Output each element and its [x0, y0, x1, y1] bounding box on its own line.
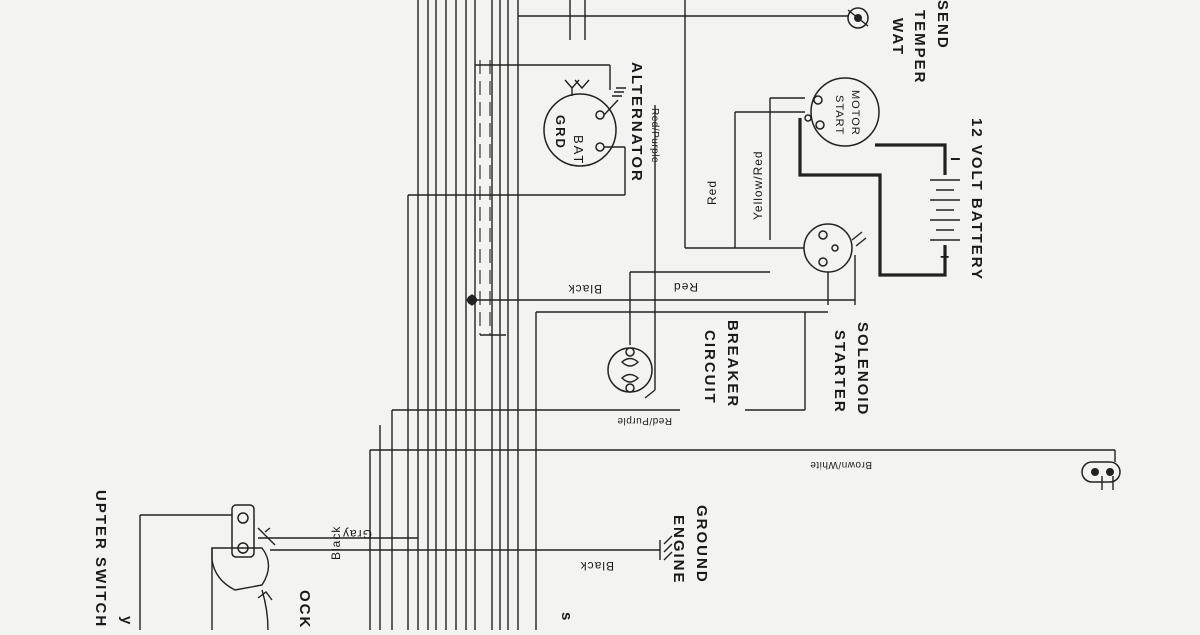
circuit-breaker-label-1: CIRCUIT — [701, 330, 718, 405]
wire-black-ground-label: Black — [580, 559, 614, 573]
alternator-label: ALTERNATOR — [628, 62, 645, 183]
wire-brown-white-label: Brown/White — [810, 459, 872, 470]
starter-solenoid-label-1: STARTER — [831, 330, 848, 414]
top-wires — [518, 0, 855, 249]
wire-red-mid-label: Red — [673, 280, 698, 294]
water-temp-label-2: TEMPER — [911, 10, 928, 85]
partial-y-label: y — [118, 616, 135, 626]
partial-s-label: s — [558, 612, 575, 622]
alternator-bat-label: BAT — [571, 135, 586, 165]
wire-yellow-red-label: Yellow/Red — [751, 150, 765, 220]
battery-positive-terminal: + — [940, 249, 949, 266]
start-motor-label-1: START — [833, 95, 845, 135]
start-motor-label-2: MOTOR — [849, 90, 861, 136]
alternator-grd-label: GRD — [553, 115, 568, 150]
wire-red-vertical-label: Red — [705, 180, 719, 205]
starter-solenoid-body — [803, 223, 853, 273]
lock-label: OCK — [296, 590, 313, 629]
start-motor-body — [810, 77, 880, 147]
water-temp-label-1: WAT — [889, 18, 906, 56]
interrupter-switch-label: UPTER SWITCH — [92, 490, 109, 628]
battery-negative-terminal: − — [950, 149, 961, 169]
water-temp-label-3: SEND — [934, 0, 951, 50]
wire-red-purple-horizontal-label: Red/Purple — [617, 415, 672, 426]
brown-white-wire: Brown/White — [370, 449, 1121, 490]
battery-12v: − + 12 VOLT BATTERY — [930, 118, 985, 281]
wire-black-switch-label: Black — [329, 526, 343, 560]
wire-gray-label: Gray — [342, 527, 372, 541]
main-harness-bundle — [369, 0, 537, 630]
interrupter-switch: Gray Black UPTER SWITCH y OCK — [92, 490, 418, 631]
water-temp-sender: WAT TEMPER SEND — [847, 0, 951, 85]
circuit-breaker: CIRCUIT BREAKER — [392, 271, 770, 411]
engine-ground: Black ENGINE GROUND s — [270, 505, 710, 622]
starter-solenoid-label-2: SOLENOID — [854, 322, 871, 416]
engine-ground-label-2: GROUND — [693, 505, 710, 584]
circuit-breaker-label-2: BREAKER — [724, 320, 741, 408]
wire-black-top-label: Black — [568, 282, 602, 296]
alternator: GRD BAT ALTERNATOR Red/Purple — [408, 62, 660, 390]
connector-plug — [1081, 461, 1121, 483]
engine-ground-label-1: ENGINE — [670, 515, 687, 585]
battery-label: 12 VOLT BATTERY — [968, 118, 985, 281]
starter-solenoid: STARTER SOLENOID — [475, 223, 871, 416]
start-motor: START MOTOR — [734, 77, 947, 277]
junction-marker — [466, 294, 478, 306]
